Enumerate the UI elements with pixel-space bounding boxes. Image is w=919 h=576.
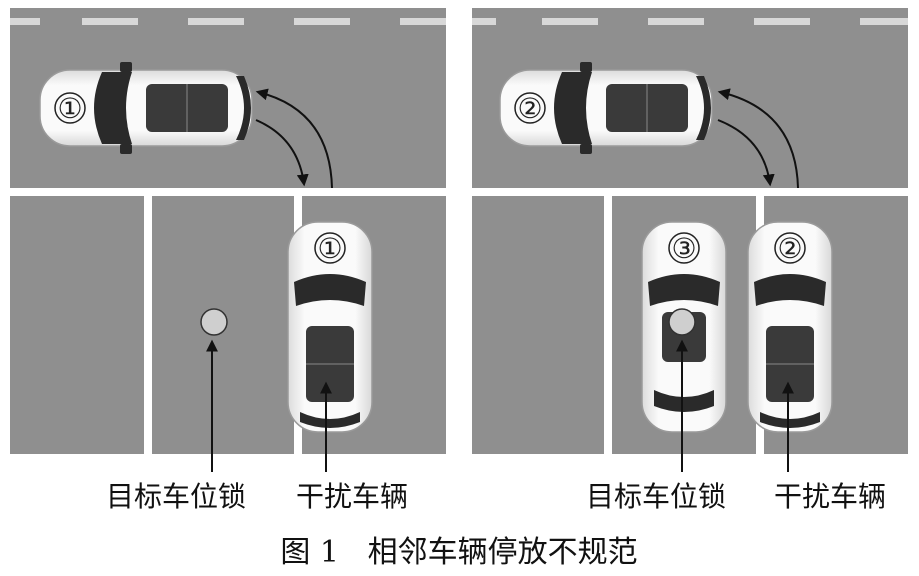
parking-lock-icon bbox=[200, 308, 228, 336]
right-panel: ② ③ ② 目标车位锁 干扰车辆 bbox=[472, 8, 908, 513]
reverse-arrow bbox=[255, 88, 333, 189]
lock-label: 目标车位锁 bbox=[106, 480, 246, 513]
dashed-lane-marking bbox=[10, 18, 446, 25]
left-panel: ① ① 目标车位锁 干扰车辆 bbox=[10, 8, 446, 513]
top-car: ① bbox=[39, 62, 253, 154]
car-number: ② bbox=[777, 232, 802, 265]
stall-line bbox=[144, 196, 152, 454]
car-number: ③ bbox=[671, 232, 696, 265]
interfering-car-label: 干扰车辆 bbox=[774, 480, 886, 513]
top-car: ② bbox=[499, 62, 713, 154]
car-number: ① bbox=[57, 92, 82, 125]
parking-lock-icon bbox=[668, 308, 696, 336]
interfering-car-label: 干扰车辆 bbox=[296, 480, 408, 513]
forward-arrow bbox=[717, 119, 775, 187]
forward-arrow bbox=[255, 119, 309, 187]
lock-label: 目标车位锁 bbox=[586, 480, 726, 513]
parked-car: ① bbox=[287, 221, 373, 433]
dashed-lane-marking bbox=[472, 18, 908, 25]
car-number: ② bbox=[517, 92, 542, 125]
reverse-arrow bbox=[717, 88, 799, 189]
figure-caption: 图 1 相邻车辆停放不规范 bbox=[280, 535, 637, 570]
parking-area bbox=[10, 196, 446, 454]
car-number: ① bbox=[317, 232, 342, 265]
parked-car: ② bbox=[747, 221, 833, 433]
stall-line bbox=[604, 196, 612, 454]
